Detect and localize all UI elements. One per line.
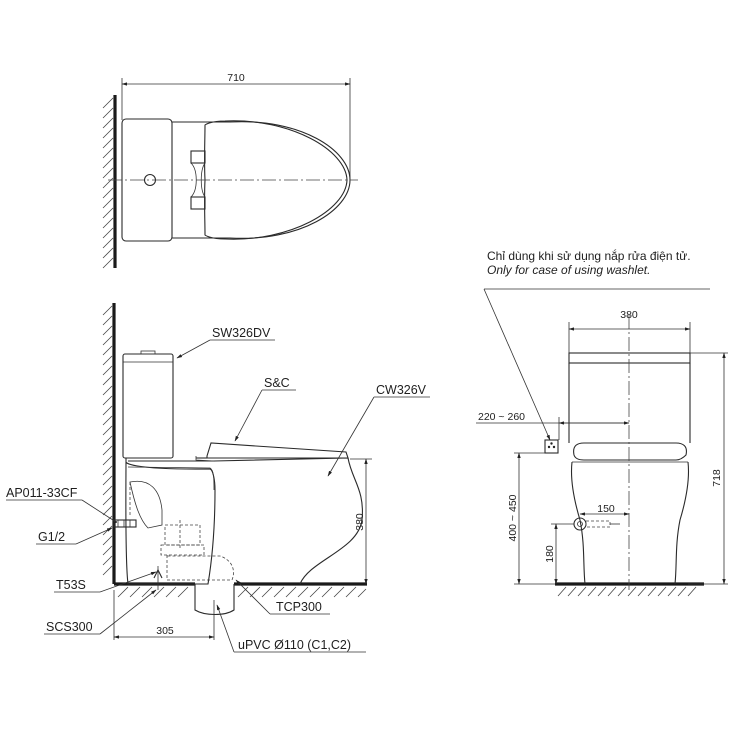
tank-front <box>568 363 691 443</box>
dim-label-180: 180 <box>544 545 556 563</box>
bowl-front-right <box>674 461 690 585</box>
dim-400-450: 400 ~ 450 <box>507 452 555 585</box>
dim-label-718: 718 <box>711 469 723 487</box>
top-wall <box>102 95 117 269</box>
dim-label-150: 150 <box>597 503 615 515</box>
dim-label-220-260: 220 ~ 260 <box>478 411 525 423</box>
dim-305: 305 <box>113 590 215 640</box>
side-wall <box>102 303 116 584</box>
label-ap011-33cf: AP011-33CF <box>6 486 117 523</box>
front-view: Chỉ dùng khi sử dụng nắp rửa điện tử. On… <box>476 248 728 597</box>
svg-text:CW326V: CW326V <box>376 383 427 397</box>
angle-valve-icon <box>113 519 137 528</box>
seat-lid-top <box>204 120 348 240</box>
dim-label-380-side: 380 <box>354 513 366 531</box>
dim-label-305: 305 <box>156 625 174 637</box>
label-g12: G1/2 <box>36 527 113 545</box>
svg-text:SCS300: SCS300 <box>46 620 93 634</box>
front-floor <box>555 582 704 597</box>
washlet-note-en: Only for case of using washlet. <box>487 263 650 277</box>
dim-710: 710 <box>121 72 351 180</box>
top-view: 710 <box>102 72 358 269</box>
side-view: 380 305 SW326DV S&C CW326V AP011 <box>6 303 430 653</box>
svg-text:uPVC Ø110 (C1,C2): uPVC Ø110 (C1,C2) <box>238 638 351 652</box>
svg-text:TCP300: TCP300 <box>276 600 322 614</box>
trapway <box>129 480 163 529</box>
svg-text:AP011-33CF: AP011-33CF <box>6 486 78 500</box>
svg-text:G1/2: G1/2 <box>38 530 65 544</box>
dim-180: 180 <box>544 523 574 585</box>
tank-side <box>122 353 174 459</box>
dim-label-400-450: 400 ~ 450 <box>507 494 519 541</box>
svg-text:SW326DV: SW326DV <box>212 326 271 340</box>
bowl-body-right <box>213 457 363 585</box>
tank-lid-front <box>568 352 691 364</box>
bowl-front-left <box>570 461 586 585</box>
drain-pipe <box>194 584 235 616</box>
electric-outlet-icon <box>544 439 559 454</box>
label-upvc-110: uPVC Ø110 (C1,C2) <box>216 604 366 653</box>
label-sw326dv: SW326DV <box>176 326 275 359</box>
dim-220-260: 220 ~ 260 <box>476 411 630 440</box>
dim-718: 718 <box>688 352 728 585</box>
hinge-lower <box>190 196 206 210</box>
dim-label-380-front: 380 <box>620 309 638 321</box>
label-cw326v: CW326V <box>327 383 430 477</box>
svg-text:S&C: S&C <box>264 376 290 390</box>
dim-label-710: 710 <box>227 72 245 84</box>
label-tcp300: TCP300 <box>235 579 330 615</box>
svg-text:T53S: T53S <box>56 578 86 592</box>
label-s-and-c: S&C <box>234 376 296 442</box>
hinge-upper <box>190 150 206 164</box>
bowl-body-left <box>125 458 216 585</box>
label-scs300: SCS300 <box>44 589 157 635</box>
seat-side <box>195 442 349 462</box>
side-floor <box>114 582 367 598</box>
dim-380-front: 380 <box>568 309 691 353</box>
label-t53s: T53S <box>54 571 157 593</box>
seat-front <box>573 442 687 461</box>
washlet-note-vi: Chỉ dùng khi sử dụng nắp rửa điện tử. <box>487 248 691 263</box>
dim-380-side: 380 <box>350 458 372 585</box>
dim-150: 150 <box>579 503 630 516</box>
